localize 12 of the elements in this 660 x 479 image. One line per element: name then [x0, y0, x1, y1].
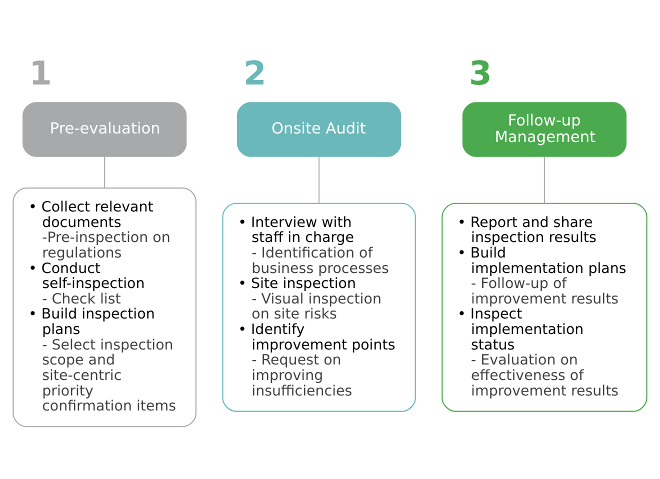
node-label: 2 — [244, 54, 266, 93]
node-label: 1 — [29, 54, 52, 93]
connector — [318, 156, 320, 204]
node-box: Onsite Audit — [236, 102, 402, 157]
node-label: 3 — [468, 54, 492, 93]
connector — [104, 156, 106, 188]
node-box: • Report and share inspection results • Build implementation plans - Follow-up of improvement results • Inspect implementation status - Evaluation on effectiveness of improvement results — [442, 202, 648, 412]
node-box: • Collect relevant documents -Pre-inspection on regulations • Conduct self-inspection - Check list • Build inspection plans - Select inspection scope and site-centric priority confirmation items — [12, 188, 196, 428]
node-box: • Interview with staff in charge - Identification of business processes • Site inspection - Visual inspection on site risks • Identify improvement points - Request on improving insufficiencies — [222, 202, 416, 412]
connector — [544, 156, 546, 204]
node-box: Follow-up Management — [462, 102, 627, 157]
node-box: Pre-evaluation — [22, 102, 187, 157]
